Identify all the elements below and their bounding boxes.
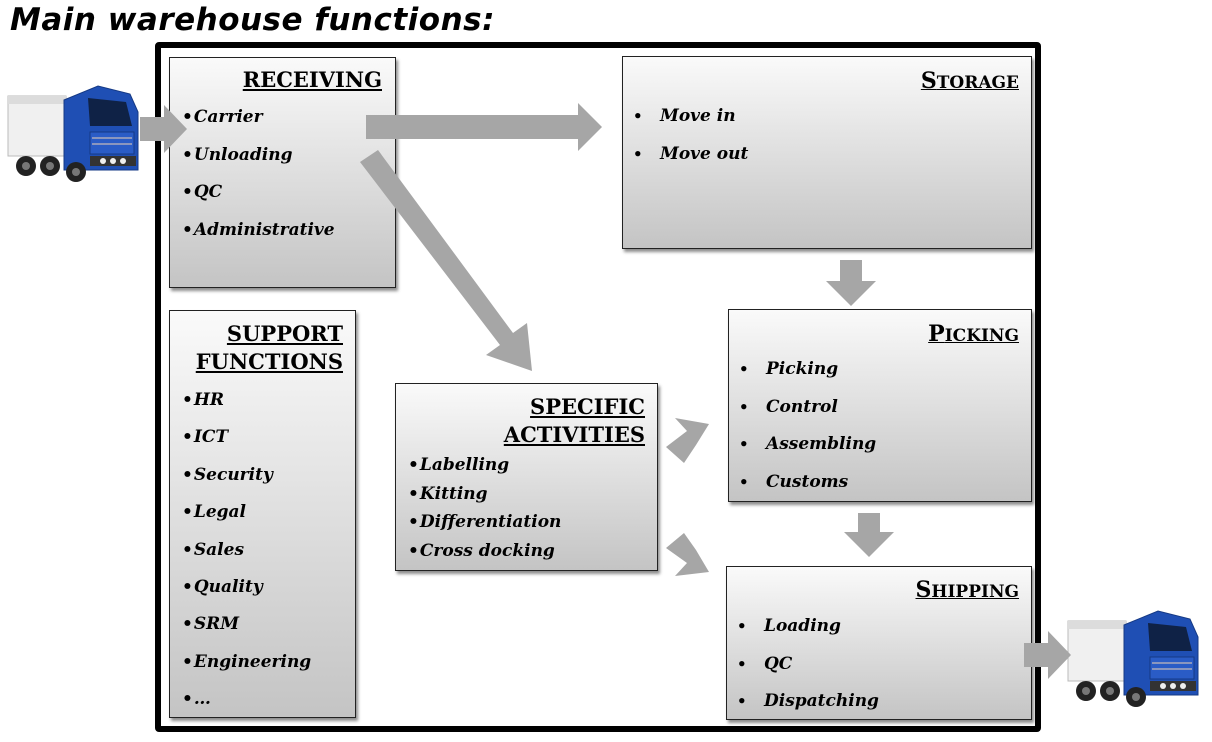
list-item: •Legal <box>182 502 247 523</box>
storage-box: STORAGE •Move in •Move out <box>622 56 1032 249</box>
list-item: •Move out <box>633 143 749 164</box>
list-item: •ICT <box>182 427 229 448</box>
storage-title: STORAGE <box>920 68 1019 94</box>
receiving-list: •Carrier •Unloading •QC •Administrative <box>182 107 335 257</box>
list-item: •Differentiation <box>408 512 562 532</box>
support-functions-list: •HR •ICT •Security •Legal •Sales •Qualit… <box>182 390 311 727</box>
receiving-box: RECEIVING •Carrier •Unloading •QC •Admin… <box>169 57 396 288</box>
list-item: •QC <box>182 182 223 202</box>
list-item: •Move in <box>633 106 736 126</box>
list-item: •SRM <box>182 614 240 635</box>
list-item: •Security <box>182 464 273 485</box>
list-item: •Loading <box>737 616 841 636</box>
inbound-truck-icon <box>7 85 139 182</box>
list-item: •Kitting <box>408 483 488 504</box>
list-item: •Assembling <box>739 434 877 454</box>
shipping-list: •Loading •QC •Dispatching <box>737 616 879 729</box>
list-item: •HR <box>182 390 225 410</box>
list-item: •Cross docking <box>408 540 555 561</box>
receiving-title: RECEIVING <box>242 67 382 92</box>
shipping-box: SHIPPING •Loading •QC •Dispatching <box>726 566 1032 720</box>
page-title: Main warehouse functions: <box>10 2 495 38</box>
shipping-title: SHIPPING <box>915 577 1019 603</box>
warehouse-frame <box>155 42 1041 732</box>
list-item: •Picking <box>739 359 839 379</box>
storage-list: •Move in •Move out <box>633 106 748 181</box>
list-item: •Control <box>739 396 838 417</box>
list-item: •Administrative <box>182 219 335 240</box>
list-item: •QC <box>737 653 793 674</box>
picking-list: •Picking •Control •Assembling •Customs <box>739 359 876 509</box>
outbound-truck-icon <box>1067 610 1199 707</box>
picking-title: PICKING <box>928 321 1019 347</box>
list-item: •Dispatching <box>737 691 879 711</box>
list-item: •Carrier <box>182 107 263 127</box>
list-item: •Customs <box>739 471 849 492</box>
list-item: •… <box>182 689 211 710</box>
list-item: •Labelling <box>408 455 510 475</box>
list-item: •Sales <box>182 539 245 560</box>
list-item: •Quality <box>182 576 263 597</box>
list-item: •Engineering <box>182 651 312 672</box>
list-item: •Unloading <box>182 144 293 165</box>
specific-activities-list: •Labelling •Kitting •Differentiation •Cr… <box>408 455 561 569</box>
picking-box: PICKING •Picking •Control •Assembling •C… <box>728 309 1032 502</box>
